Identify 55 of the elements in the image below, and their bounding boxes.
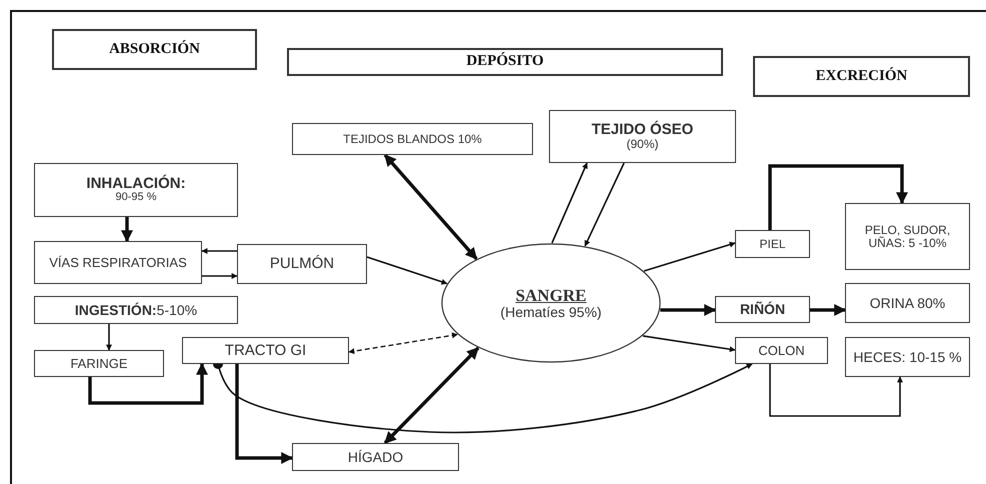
arrow <box>88 362 208 405</box>
process-box <box>549 110 736 163</box>
node-label: SANGRE <box>516 286 586 305</box>
node-label: HECES: 10-15 % <box>853 350 962 364</box>
node-label: INGESTIÓN:5-10% <box>74 302 198 318</box>
arrow <box>660 304 716 316</box>
arrow <box>366 256 448 285</box>
arrow <box>769 364 903 417</box>
arrow <box>584 162 625 246</box>
node-detail: (Hematíes 95%) <box>500 304 602 320</box>
process-box <box>845 337 970 377</box>
process-box <box>845 283 970 323</box>
arrow <box>121 217 133 242</box>
arrow <box>768 164 908 230</box>
process-box <box>292 443 459 471</box>
node-label: PIEL <box>759 238 786 250</box>
process-box <box>845 203 970 270</box>
arrow <box>642 335 736 352</box>
arrow <box>202 273 238 279</box>
process-box <box>715 296 810 323</box>
node-label: FARINGE <box>70 356 128 370</box>
arrow <box>348 332 458 354</box>
node-label: TEJIDO ÓSEO <box>592 122 694 138</box>
node-detail: (90%) <box>626 138 658 151</box>
process-box <box>34 296 238 324</box>
node-label: HÍGADO <box>348 450 404 464</box>
arrow <box>551 162 588 244</box>
section-heading: ABSORCIÓN <box>52 29 257 70</box>
arrow <box>810 304 846 316</box>
node-label: PELO, SUDOR, UÑAS: 5 -10% <box>864 224 952 250</box>
process-box <box>182 337 349 364</box>
process-box <box>34 163 238 217</box>
arrow <box>384 154 478 260</box>
arrow <box>644 242 736 272</box>
process-box <box>735 230 810 258</box>
node-label: VÍAS RESPIRATORIAS <box>49 256 187 270</box>
process-box <box>735 337 828 364</box>
section-heading: EXCRECIÓN <box>753 56 970 97</box>
node-label: PULMÓN <box>270 256 334 272</box>
arrow <box>201 248 237 254</box>
node-label: TEJIDOS BLANDOS 10% <box>343 132 482 146</box>
section-heading: DEPÓSITO <box>287 48 723 76</box>
node-label: RIÑÓN <box>740 302 786 317</box>
process-box <box>34 241 202 284</box>
process-box <box>237 244 367 284</box>
node-label: INHALACIÓN: <box>86 176 186 192</box>
node-detail: 90-95 % <box>116 192 156 204</box>
node-label: ORINA 80% <box>870 296 946 310</box>
arrow <box>384 346 480 444</box>
arrow <box>106 324 112 351</box>
process-box <box>34 350 164 377</box>
node-label: TRACTO GI <box>224 342 306 358</box>
node-label: COLON <box>758 344 805 358</box>
arrow <box>235 364 294 464</box>
process-box <box>292 123 533 155</box>
